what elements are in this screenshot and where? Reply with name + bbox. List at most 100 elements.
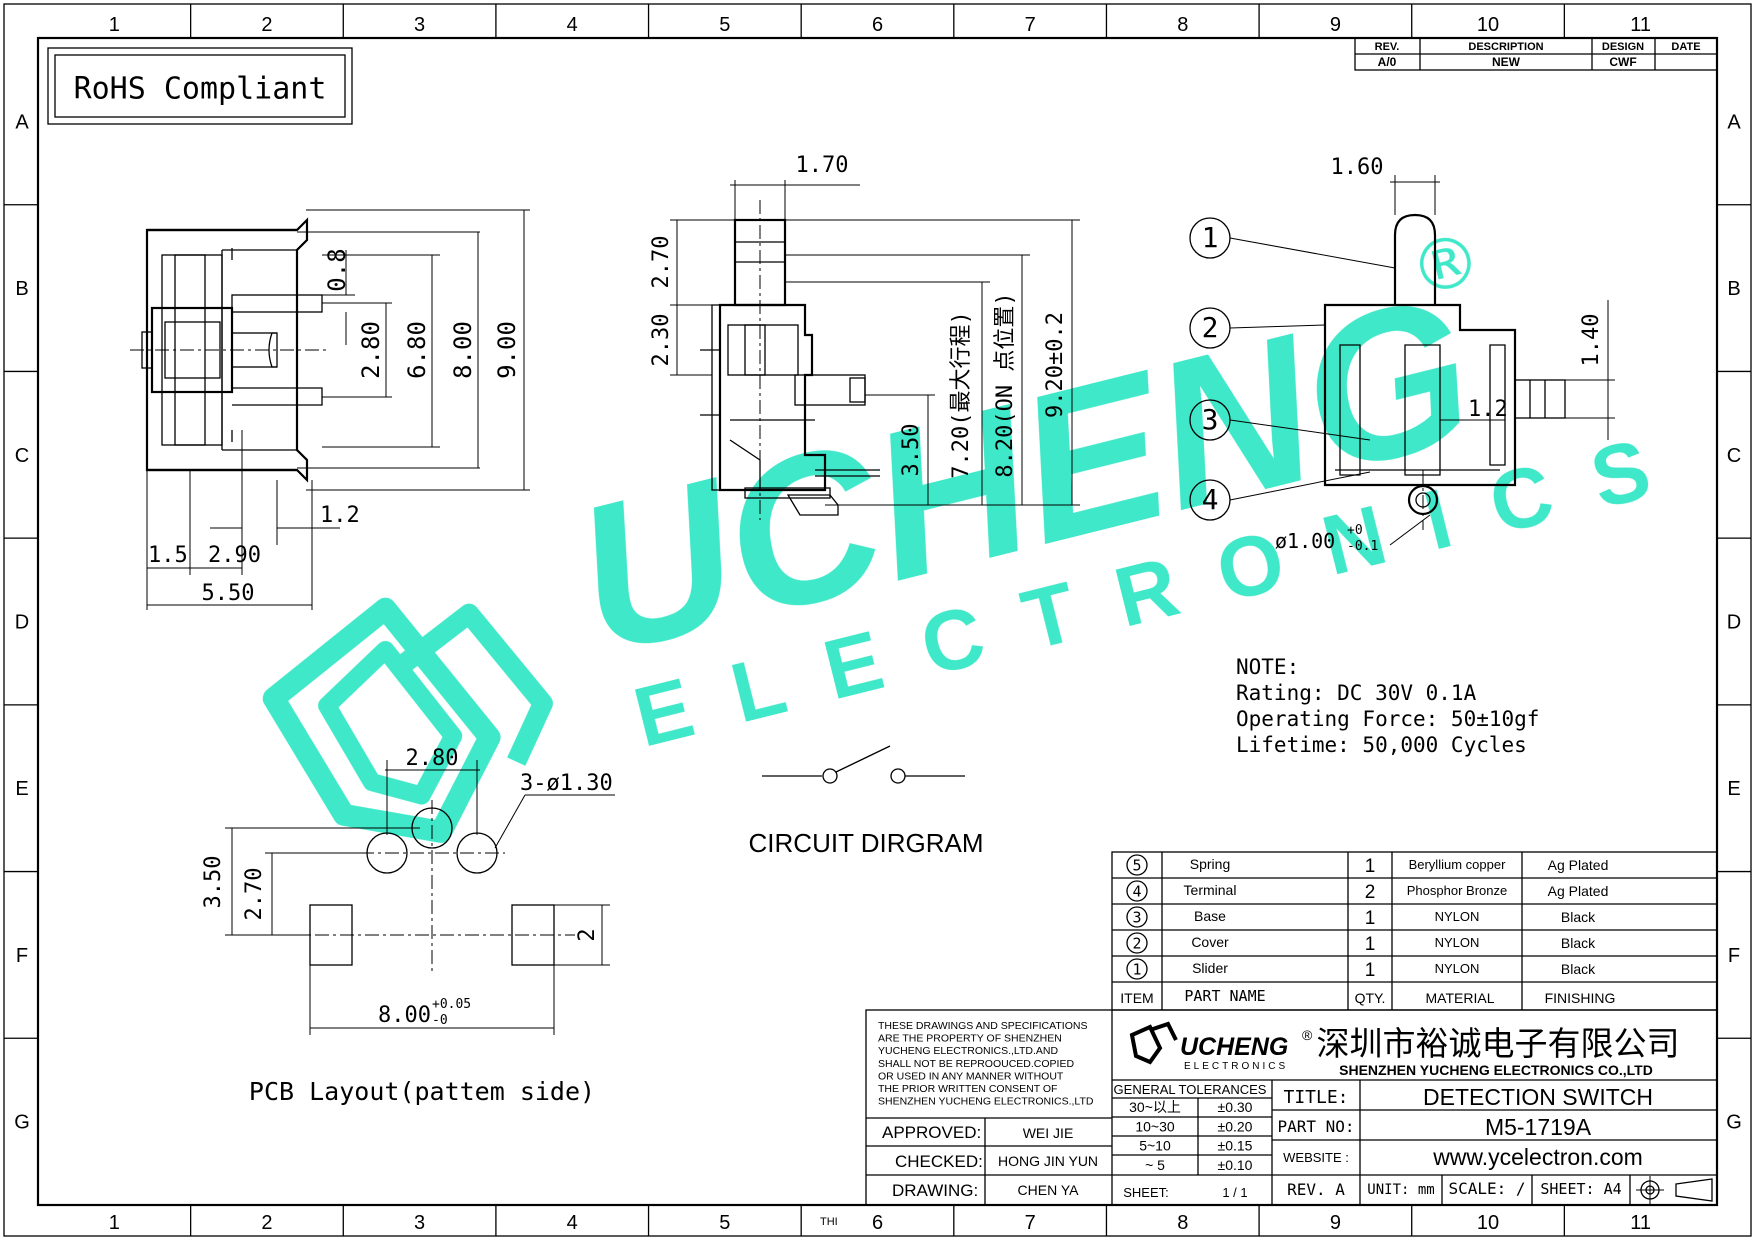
property-notice-line: YUCHENG ELECTRONICS.,LTD.AND <box>878 1045 1058 1057</box>
notes: NOTE: Rating: DC 30V 0.1A Operating Forc… <box>1236 655 1539 757</box>
svg-text:4: 4 <box>1202 483 1219 516</box>
checked-value: HONG JIN YUN <box>998 1153 1098 1169</box>
bom-item: 4 <box>1132 883 1141 901</box>
sheet-size-info: SHEET: A4 <box>1540 1180 1621 1198</box>
column-label-bottom: 9 <box>1330 1212 1341 1234</box>
tolerance-value: ±0.10 <box>1218 1157 1253 1173</box>
column-label-top: 6 <box>872 14 883 36</box>
bom-item-bubble <box>1126 932 1148 954</box>
property-notice-line: SHALL NOT BE REPROOUCED.COPIED <box>878 1058 1074 1070</box>
rev-header: REV. <box>1375 41 1400 53</box>
rev-info: REV. A <box>1287 1180 1345 1199</box>
column-label-top: 8 <box>1177 14 1188 36</box>
callout-2: 2 <box>1189 307 1326 349</box>
tolerance-range: 10~30 <box>1135 1118 1175 1134</box>
front-dim-6-80: 6.80 <box>403 321 431 379</box>
front-dim-0-8: 0.8 <box>323 248 351 291</box>
pcb-dim-3-50: 3.50 <box>201 856 226 909</box>
logo-registered: ® <box>1302 1027 1313 1043</box>
pcb-dim-2: 2 <box>575 928 600 941</box>
property-notice-line: ARE THE PROPERTY OF SHENZHEN <box>878 1033 1062 1045</box>
bom-material: Beryllium copper <box>1409 857 1506 872</box>
front-dim-1-2: 1.2 <box>320 503 360 528</box>
row-label-left: C <box>15 445 29 467</box>
side-dim-1-70: 1.70 <box>796 153 849 178</box>
side-dim-8-20: 8.20(ON 点位置) <box>993 292 1018 477</box>
tolerance-range: ~ 5 <box>1145 1157 1165 1173</box>
row-label-right: F <box>1728 945 1740 967</box>
watermark-logo-icon <box>262 597 553 843</box>
bom-part-name: Cover <box>1191 934 1229 950</box>
bom-material: NYLON <box>1435 961 1480 976</box>
front-view: 0.8 2.80 6.80 8.00 9.00 1.2 1.5 2.90 5.5… <box>130 209 530 610</box>
bom-finishing: Black <box>1561 935 1596 951</box>
bom-item: 2 <box>1132 935 1141 953</box>
bom-part-name: Base <box>1194 908 1226 924</box>
section-dim-1-60: 1.60 <box>1331 155 1384 180</box>
approved-value: WEI JIE <box>1023 1125 1074 1141</box>
column-label-bottom: 6 <box>872 1212 883 1234</box>
bom-table: 5 Spring 1 Beryllium copper Ag Plated 4 Termin… <box>1111 851 1718 1011</box>
bom-item-bubble <box>1126 880 1148 902</box>
sheet-value: 1 / 1 <box>1222 1185 1247 1200</box>
svg-text:2: 2 <box>1202 311 1219 344</box>
bom-header-material: MATERIAL <box>1426 990 1495 1006</box>
section-view: 1 2 3 4 1.60 1.40 1.2 ø1.00 +0 <box>1189 155 1615 554</box>
tolerance-range: 30~以上 <box>1129 1099 1181 1115</box>
bom-finishing: Ag Plated <box>1548 857 1609 873</box>
bom-material: NYLON <box>1435 909 1480 924</box>
column-label-bottom: 2 <box>261 1212 272 1234</box>
column-label-bottom: 7 <box>1025 1212 1036 1234</box>
rohs-label: RoHS Compliant <box>74 72 327 107</box>
title-value: DETECTION SWITCH <box>1423 1084 1653 1110</box>
watermark: UCHENG ® ELECTRONICS <box>262 217 1702 843</box>
part-value: M5-1719A <box>1485 1114 1592 1140</box>
row-label-left: A <box>15 111 29 133</box>
callout-3: 3 <box>1189 399 1371 441</box>
approved-label: APPROVED: <box>882 1123 981 1142</box>
pcb-dim-8-00: 8.00 <box>378 1003 431 1028</box>
rev-value: A/0 <box>1378 55 1397 69</box>
section-hole-dim: ø1.00 <box>1275 529 1335 553</box>
bom-part-name: Terminal <box>1184 882 1237 898</box>
tolerances-title: GENERAL TOLERANCES <box>1114 1082 1267 1097</box>
bom-item: 1 <box>1132 961 1141 979</box>
column-label-top: 10 <box>1477 14 1499 36</box>
logo-sub: ELECTRONICS <box>1184 1061 1288 1072</box>
bom-part-name: Spring <box>1190 856 1230 872</box>
revision-table: REV. DESCRIPTION DESIGN DATE A/0 NEW CWF <box>1354 37 1718 71</box>
pcb-layout: 2.80 3-ø1.30 3.50 2.70 2 8.00 +0.05 -0 P… <box>201 746 615 1106</box>
thi-label: THI <box>820 1216 838 1228</box>
property-notice-line: OR USED IN ANY MANNER WITHOUT <box>878 1070 1064 1082</box>
side-dim-9-20: 9.20±0.2 <box>1043 312 1068 418</box>
bom-item-bubble <box>1126 958 1148 980</box>
tolerance-range: 5~10 <box>1139 1138 1171 1154</box>
bom-header-finishing: FINISHING <box>1545 990 1616 1006</box>
note-lifetime: Lifetime: 50,000 Cycles <box>1236 733 1527 757</box>
bom-item-bubble <box>1126 854 1148 876</box>
row-label-left: F <box>16 945 28 967</box>
design-header: DESIGN <box>1602 41 1644 53</box>
section-hole-tol-plus: +0 <box>1347 523 1363 538</box>
front-dim-8-00: 8.00 <box>449 321 477 379</box>
side-dim-3-50: 3.50 <box>899 424 924 477</box>
tolerance-value: ±0.20 <box>1218 1118 1253 1134</box>
company-logo-icon <box>1129 1021 1178 1065</box>
sheet-label: SHEET: <box>1123 1185 1169 1200</box>
section-hole-tol-minus: -0.1 <box>1347 539 1378 554</box>
part-label: PART NO: <box>1277 1117 1354 1136</box>
front-dim-2-90: 2.90 <box>208 543 261 568</box>
drawing-value: CHEN YA <box>1018 1182 1080 1198</box>
side-dim-2-30: 2.30 <box>649 314 674 367</box>
column-label-top: 4 <box>567 14 578 36</box>
bom-qty: 2 <box>1365 882 1376 903</box>
bom-item: 5 <box>1132 857 1141 875</box>
circuit-diagram: CIRCUIT DIRGRAM <box>749 745 983 858</box>
row-label-left: G <box>14 1112 30 1134</box>
column-label-bottom: 3 <box>414 1212 425 1234</box>
